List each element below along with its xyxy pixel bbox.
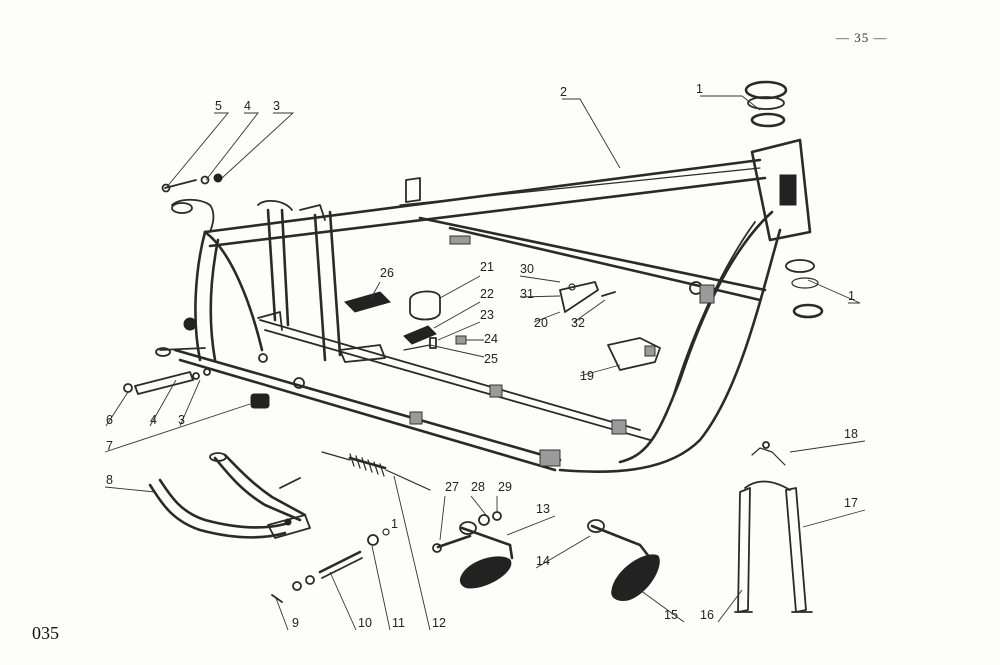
callout-28: 28 — [471, 480, 485, 494]
callout-20: 20 — [534, 316, 548, 330]
main-frame — [155, 138, 812, 473]
callout-32: 32 — [571, 316, 585, 330]
callout-leaders — [104, 95, 866, 631]
callout-4-washer-top: 4 — [244, 99, 251, 113]
callout-3-nut-top: 3 — [273, 99, 280, 113]
battery-holder-bracket — [607, 337, 661, 371]
callout-labels: 1 2 3 4 5 1 26 21 22 23 24 25 30 31 20 3… — [106, 82, 858, 630]
callout-15: 15 — [664, 608, 678, 622]
callout-27: 27 — [445, 480, 459, 494]
callout-1-lower-bearing: 1 — [848, 289, 855, 303]
footrest-right — [587, 519, 660, 601]
footrest-left — [459, 521, 514, 589]
page-number: — 35 — — [836, 30, 888, 45]
callout-19: 19 — [580, 369, 594, 383]
callout-13: 13 — [536, 502, 550, 516]
callout-9: 9 — [292, 616, 299, 630]
callout-3-nut-left: 3 — [178, 413, 185, 427]
callout-30: 30 — [520, 262, 534, 276]
callout-8: 8 — [106, 473, 113, 487]
callout-18: 18 — [844, 427, 858, 441]
callout-22: 22 — [480, 287, 494, 301]
steering-bearing-lower — [785, 259, 824, 319]
callout-24: 24 — [484, 332, 498, 346]
callout-21: 21 — [480, 260, 494, 274]
battery-bracket-parts — [344, 290, 467, 351]
callout-23: 23 — [480, 308, 494, 322]
callout-16: 16 — [700, 608, 714, 622]
callout-1-upper-bearing: 1 — [696, 82, 703, 96]
callout-7: 7 — [106, 439, 113, 453]
callout-4-washer-left: 4 — [150, 413, 157, 427]
stand-spring — [321, 451, 431, 491]
bolt-washer-nut-left — [123, 368, 211, 395]
callout-25: 25 — [484, 352, 498, 366]
head-tube-badge — [779, 174, 797, 206]
callout-14: 14 — [536, 554, 550, 568]
callout-6: 6 — [106, 413, 113, 427]
callout-12: 12 — [432, 616, 446, 630]
callout-10: 10 — [358, 616, 372, 630]
callout-31: 31 — [520, 287, 534, 301]
callout-5-bolt-top: 5 — [215, 99, 222, 113]
callout-26: 26 — [380, 266, 394, 280]
brake-pivot-bracket — [559, 281, 616, 313]
rear-mudguard-stays — [734, 441, 813, 613]
callout-1-pin-cap: 1 — [391, 517, 398, 531]
callout-29: 29 — [498, 480, 512, 494]
steering-bearing-upper — [744, 80, 788, 128]
callout-11: 11 — [392, 616, 405, 630]
callout-2-frame: 2 — [560, 85, 567, 99]
callout-17: 17 — [844, 496, 858, 510]
centre-stand — [148, 452, 311, 539]
frame-clamp — [539, 449, 561, 467]
footrest-bolt-set — [432, 511, 502, 553]
rubber-block — [250, 393, 270, 409]
plate-number: 035 — [32, 623, 59, 643]
stand-pivot-pin — [271, 528, 390, 603]
bolt-washer-nut-top — [161, 173, 223, 193]
